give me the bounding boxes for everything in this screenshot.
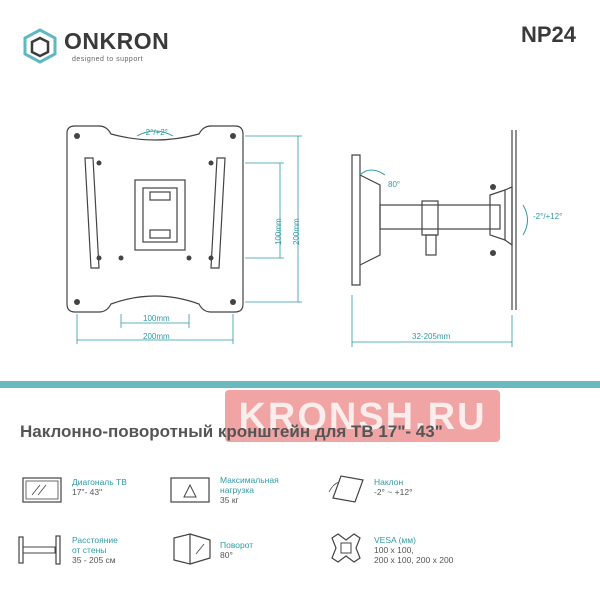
- spec-vesa: VESA (мм) 100 x 100, 200 x 100, 200 x 20…: [374, 535, 454, 565]
- spec-wall-distance: Расстояние от стены 35 - 205 см: [72, 535, 118, 565]
- onkron-logo-icon: [23, 28, 57, 64]
- model-number: NP24: [520, 22, 576, 47]
- distance-label: 32-205mm: [412, 332, 451, 341]
- wall-distance-icon: [18, 535, 61, 565]
- spec-max-load: Максимальная нагрузка 35 кг: [220, 475, 279, 505]
- swivel-icon: [173, 533, 211, 565]
- dim-100-vertical: 100mm: [274, 218, 283, 245]
- dim-100-horizontal: 100mm: [143, 314, 170, 323]
- max-load-icon: [170, 477, 210, 503]
- brand-tagline: designed to support: [72, 56, 143, 63]
- tv-diagonal-icon: [22, 477, 62, 503]
- tilt-icon: [328, 475, 364, 503]
- front-rotation-label: -2°/+2°: [143, 128, 168, 137]
- spec-diagonal: Диагональ ТВ 17"- 43": [72, 477, 127, 497]
- product-title: Наклонно-поворотный кронштейн для ТВ 17"…: [20, 422, 443, 441]
- separator-bar: [0, 381, 600, 388]
- dim-200-horizontal: 200mm: [143, 332, 170, 341]
- dim-200-vertical: 200mm: [292, 218, 301, 245]
- front-view-drawing: [66, 125, 302, 344]
- swivel-label: 80°: [388, 180, 401, 189]
- brand-name: ONKRON: [64, 28, 170, 54]
- watermark-text: KRONSH.RU: [238, 396, 487, 438]
- vesa-icon: [331, 533, 361, 563]
- watermark: KRONSH.RU: [225, 390, 500, 442]
- tilt-label: -2°/+12°: [533, 212, 563, 221]
- spec-swivel: Поворот 80°: [220, 540, 254, 560]
- side-view-drawing: [351, 130, 528, 347]
- spec-tilt: Наклон -2° ~ +12°: [374, 477, 413, 497]
